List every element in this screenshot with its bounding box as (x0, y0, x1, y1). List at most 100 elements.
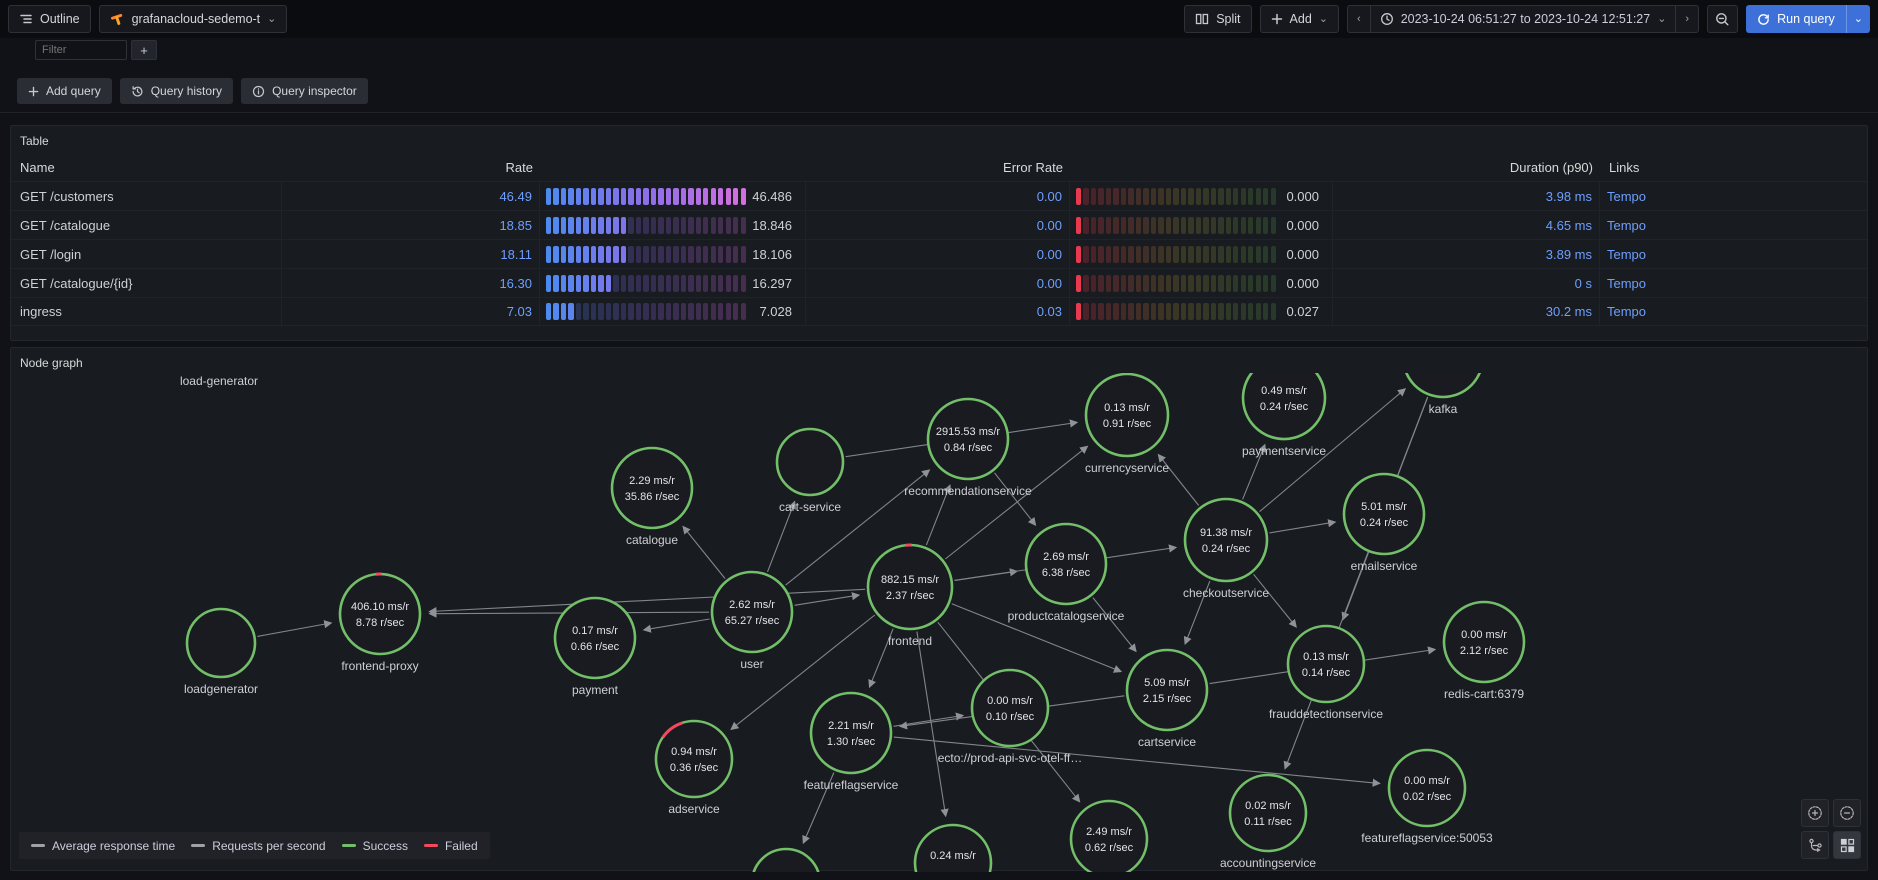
legend-item[interactable]: Requests per second (191, 839, 326, 853)
rate-gauge-value: 18.106 (752, 246, 792, 262)
graph-edge (944, 445, 1089, 560)
split-button[interactable]: Split (1184, 5, 1252, 33)
graph-node-loadgenerator[interactable]: loadgenerator (184, 607, 258, 696)
svg-text:0.24 r/sec: 0.24 r/sec (1360, 517, 1409, 529)
add-button[interactable]: Add ⌄ (1259, 5, 1340, 33)
graph-node-kafka[interactable]: kafka (1403, 373, 1483, 416)
node-graph-legend: Average response time Requests per second… (19, 832, 490, 859)
datasource-picker[interactable]: grafanacloud-sedemo-t ⌄ (98, 5, 288, 33)
cell-error-rate-value: 0.00 (806, 182, 1070, 210)
column-header-rate[interactable]: Rate (505, 160, 533, 175)
chevron-down-icon: ⌄ (267, 12, 277, 25)
tempo-link[interactable]: Tempo (1607, 217, 1647, 233)
rate-lcd-gauge (546, 303, 748, 320)
tempo-link[interactable]: Tempo (1607, 275, 1647, 291)
graph-edge (994, 472, 1037, 526)
graph-edge (1253, 573, 1297, 628)
svg-text:0.24 r/sec: 0.24 r/sec (1260, 401, 1309, 413)
svg-text:0.17 ms/r: 0.17 ms/r (572, 625, 618, 637)
legend-item[interactable]: Average response time (31, 839, 175, 853)
outline-label: Outline (40, 12, 80, 26)
chevron-down-icon: ⌄ (1657, 12, 1667, 25)
node-graph-canvas[interactable]: loadgenerator 406.10 ms/r8.78 r/secfronte… (11, 373, 1869, 872)
graph-grid-view-button[interactable] (1833, 831, 1861, 859)
graph-node-node249[interactable]: 2.49 ms/r0.62 r/sec (1069, 799, 1149, 872)
graph-edge (766, 500, 796, 573)
column-header-error-rate[interactable]: Error Rate (1003, 160, 1063, 175)
error-lcd-gauge (1076, 187, 1278, 205)
graph-edge (951, 603, 1123, 673)
cell-rate-value: 18.11 (282, 240, 540, 268)
run-query-dropdown[interactable]: ⌄ (1845, 5, 1870, 33)
graph-edge (1259, 388, 1407, 513)
graph-node-cart-service[interactable]: cart-service (775, 427, 845, 514)
plus-icon (1271, 13, 1283, 25)
tempo-link[interactable]: Tempo (1607, 246, 1647, 262)
time-back-button[interactable]: ‹ (1348, 6, 1371, 32)
graph-node-ffs50053[interactable]: 0.00 ms/r0.02 r/secfeatureflagservice:50… (1361, 748, 1493, 845)
filter-input[interactable] (35, 40, 127, 60)
node-graph-panel-title: Node graph (20, 356, 83, 370)
svg-text:2.62 ms/r: 2.62 ms/r (729, 599, 775, 611)
svg-text:0.36 r/sec: 0.36 r/sec (670, 762, 719, 774)
add-query-button[interactable]: Add query (17, 78, 112, 104)
svg-text:2.15 r/sec: 2.15 r/sec (1143, 693, 1192, 705)
svg-text:0.24 r/sec: 0.24 r/sec (1202, 543, 1251, 555)
add-filter-button[interactable]: + (131, 40, 157, 60)
query-inspector-button[interactable]: Query inspector (241, 78, 368, 104)
node-label: emailservice (1351, 559, 1418, 573)
query-history-button[interactable]: Query history (119, 78, 234, 104)
plus-icon (28, 86, 39, 97)
graph-node-bottomleft[interactable] (752, 847, 820, 872)
graph-layout-button[interactable] (1801, 831, 1829, 859)
time-forward-button[interactable]: › (1676, 6, 1698, 32)
add-label: Add (1289, 12, 1312, 26)
cell-error-gauge: 0.000 (1070, 182, 1333, 210)
node-label: frontend-proxy (341, 659, 418, 673)
graph-node-ecto[interactable]: 0.00 ms/r0.10 r/sececto://prod-api-svc-o… (938, 668, 1083, 765)
graph-node-node024[interactable]: 0.24 ms/r (913, 823, 993, 872)
tempo-link[interactable]: Tempo (1607, 304, 1647, 319)
svg-text:2.37 r/sec: 2.37 r/sec (886, 590, 935, 602)
time-zoom-out-button[interactable] (1707, 5, 1739, 33)
node-label: recommendationservice (904, 484, 1032, 498)
refresh-icon (1757, 13, 1770, 26)
clipped-node-label: load-generator (180, 374, 258, 388)
graph-node-recommendationservice[interactable]: 2915.53 ms/r0.84 r/secrecommendationserv… (904, 397, 1032, 498)
legend-item[interactable]: Failed (423, 839, 478, 853)
legend-item[interactable]: Success (341, 839, 408, 853)
time-picker-group: ‹ 2023-10-24 06:51:27 to 2023-10-24 12:5… (1347, 5, 1700, 33)
info-circle-icon (252, 85, 265, 98)
run-query-button[interactable]: Run query (1746, 5, 1846, 33)
outline-button[interactable]: Outline (8, 5, 91, 33)
cell-name: GET /login (11, 240, 282, 268)
graph-zoom-out-button[interactable] (1833, 799, 1861, 827)
tempo-link[interactable]: Tempo (1607, 188, 1647, 204)
column-header-duration[interactable]: Duration (p90) (1509, 160, 1593, 175)
column-header-links[interactable]: Links (1609, 160, 1640, 175)
time-range-button[interactable]: 2023-10-24 06:51:27 to 2023-10-24 12:51:… (1371, 6, 1677, 32)
graph-edge (428, 588, 866, 616)
graph-zoom-in-button[interactable] (1801, 799, 1829, 827)
svg-text:1.30 r/sec: 1.30 r/sec (827, 736, 876, 748)
column-header-name[interactable]: Name (20, 160, 55, 175)
zoom-out-icon (1715, 12, 1730, 27)
graph-edge (1269, 519, 1337, 534)
